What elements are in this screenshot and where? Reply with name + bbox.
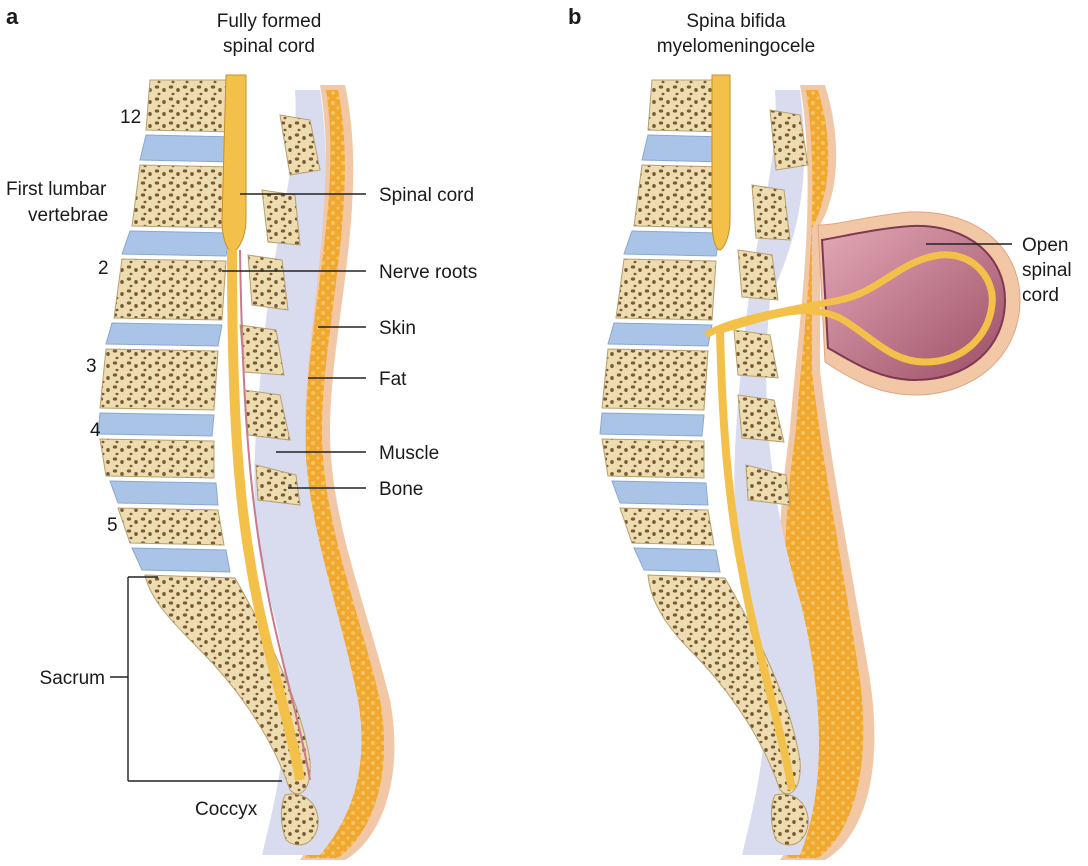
label-open-line-3: cord (1022, 285, 1059, 306)
panel-b: b Spina bifida myelomeningocele (568, 4, 1072, 860)
panel-b-spinal-cord (712, 75, 730, 250)
panel-b-open-spinal-cord (822, 226, 1005, 380)
label-first-lumbar-line-2: vertebrae (28, 205, 108, 226)
panel-a: a Fully formed spinal cord (6, 4, 477, 860)
vertebra-number-2: 2 (98, 258, 109, 279)
label-first-lumbar-line-1: First lumbar (6, 179, 107, 200)
label-fat: Fat (379, 369, 407, 390)
vertebra-number-3: 3 (86, 356, 97, 377)
panel-a-spinal-cord (222, 75, 246, 252)
panel-a-title-line-1: Fully formed (217, 11, 322, 32)
label-skin: Skin (379, 318, 416, 339)
panel-b-title-line-2: myelomeningocele (657, 36, 815, 57)
label-nerve-roots: Nerve roots (379, 262, 477, 283)
label-bone: Bone (379, 479, 423, 500)
panel-b-letter: b (568, 4, 581, 29)
panel-a-letter: a (6, 4, 19, 29)
label-open-line-2: spinal (1022, 260, 1072, 281)
label-muscle: Muscle (379, 443, 439, 464)
label-sacrum: Sacrum (40, 668, 105, 689)
label-spinal-cord: Spinal cord (379, 185, 474, 206)
vertebra-number-12: 12 (120, 107, 141, 128)
panel-b-title-line-1: Spina bifida (686, 11, 786, 32)
panel-a-title-line-2: spinal cord (223, 36, 315, 57)
label-coccyx: Coccyx (195, 799, 258, 820)
vertebra-number-5: 5 (107, 515, 118, 536)
label-open-line-1: Open (1022, 235, 1068, 256)
vertebra-number-4: 4 (90, 420, 101, 441)
